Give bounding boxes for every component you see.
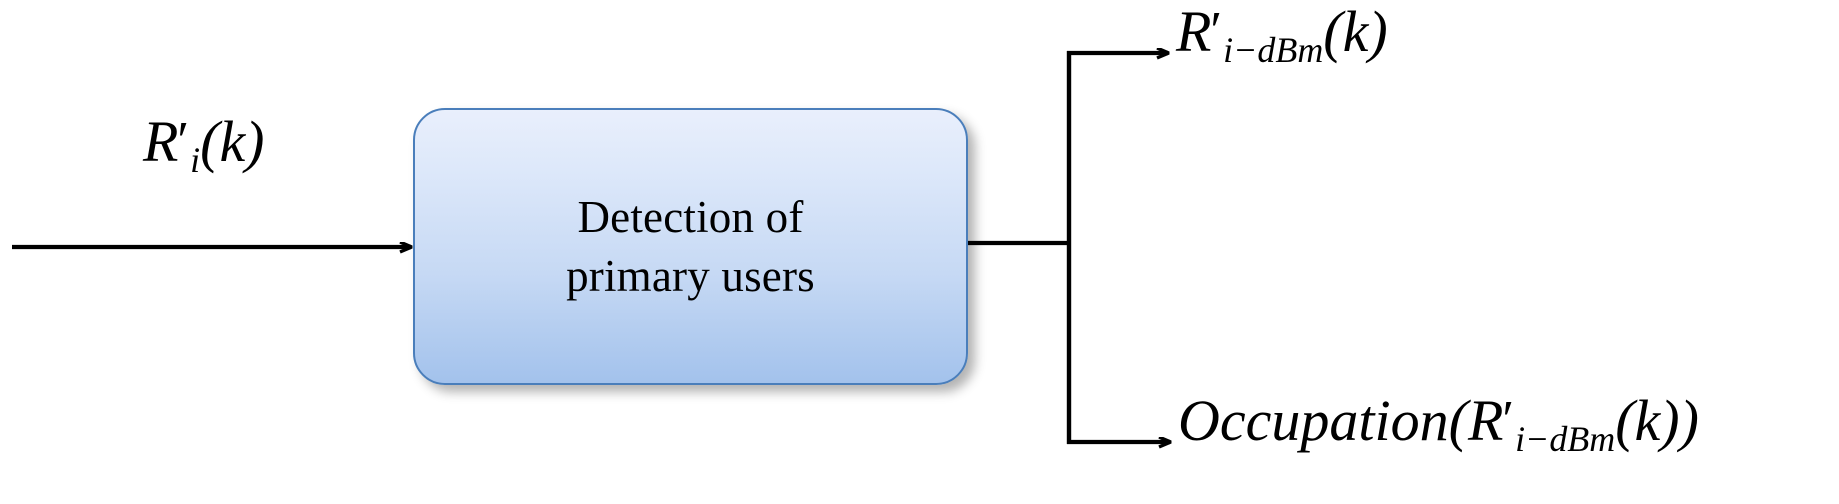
output-top-base: R [1176,0,1212,64]
input-argument: (k) [200,109,265,174]
output-top-subscript: i−dBm [1223,29,1324,70]
input-base: R [143,109,179,174]
occupation-function: Occupation [1178,388,1449,453]
input-prime: ′ [177,109,190,170]
detection-block[interactable]: Detection of primary users [413,108,968,385]
detection-block-line2: primary users [566,250,815,301]
output-bottom-base: R [1467,388,1504,453]
detection-block-line1: Detection of [577,192,804,242]
occupation-open-paren: ( [1448,388,1468,453]
output-bottom-subscript: i−dBm [1515,418,1616,459]
input-signal-label: R′i(k) [143,109,265,178]
output-power-dbm-label: R′i−dBm(k) [1176,0,1388,68]
output-occupation-label: Occupation(R′i−dBm(k)) [1178,388,1699,457]
input-subscript: i [190,139,201,180]
output-bottom-prime: ′ [1502,388,1514,449]
output-top-prime: ′ [1210,0,1223,60]
occupation-close-paren: ) [1679,388,1699,453]
output-bottom-argument: (k) [1615,388,1680,453]
output-top-argument: (k) [1323,0,1388,64]
